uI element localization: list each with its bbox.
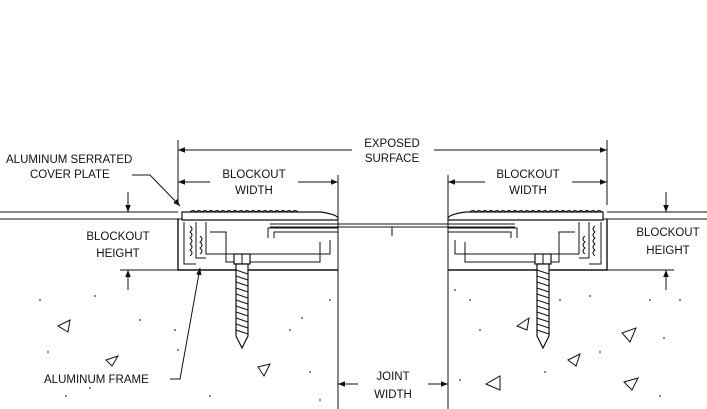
cover-plate-right — [447, 210, 604, 221]
anchor-bolt-right — [534, 253, 552, 350]
cover-plate-label-line1: ALUMINUM SERRATED — [6, 154, 132, 166]
blockout-width-right-label-line1: BLOCKOUT — [496, 169, 559, 181]
dimension-exposed-surface — [177, 140, 608, 205]
aluminum-frame-label: ALUMINUM FRAME — [44, 374, 149, 386]
blockout-width-left-label-line1: BLOCKOUT — [222, 169, 285, 181]
center-cover-plate — [270, 223, 515, 236]
concrete-aggregate-texture — [39, 289, 681, 401]
blockout-width-right-label-line2: WIDTH — [509, 185, 547, 197]
anchor-bolt-left — [233, 253, 251, 350]
exposed-surface-label-line1: EXPOSED — [364, 138, 420, 150]
cover-plate-label-line2: COVER PLATE — [30, 169, 110, 181]
blockout-height-left-label-line1: BLOCKOUT — [86, 231, 149, 243]
dimension-blockout-width-right — [447, 175, 607, 270]
blockout-height-right-label-line2: HEIGHT — [646, 245, 689, 257]
blockout-width-left-label-line2: WIDTH — [235, 185, 273, 197]
dimension-blockout-width-left — [178, 175, 339, 270]
joint-width-label-line1: JOINT — [376, 371, 409, 383]
dimension-blockout-height-right — [607, 192, 674, 290]
aluminum-frame-right — [448, 218, 608, 271]
exposed-surface-label-line2: SURFACE — [365, 153, 420, 165]
leader-aluminum-frame — [170, 267, 202, 380]
dimension-blockout-height-left — [120, 192, 178, 290]
joint-width-label-line2: WIDTH — [374, 389, 412, 401]
blockout-height-right-label-line1: BLOCKOUT — [636, 227, 699, 239]
concrete-slab-right — [447, 211, 707, 409]
leader-cover-plate — [132, 174, 181, 207]
blockout-height-left-label-line2: HEIGHT — [96, 248, 139, 260]
cover-plate-left — [181, 210, 339, 221]
